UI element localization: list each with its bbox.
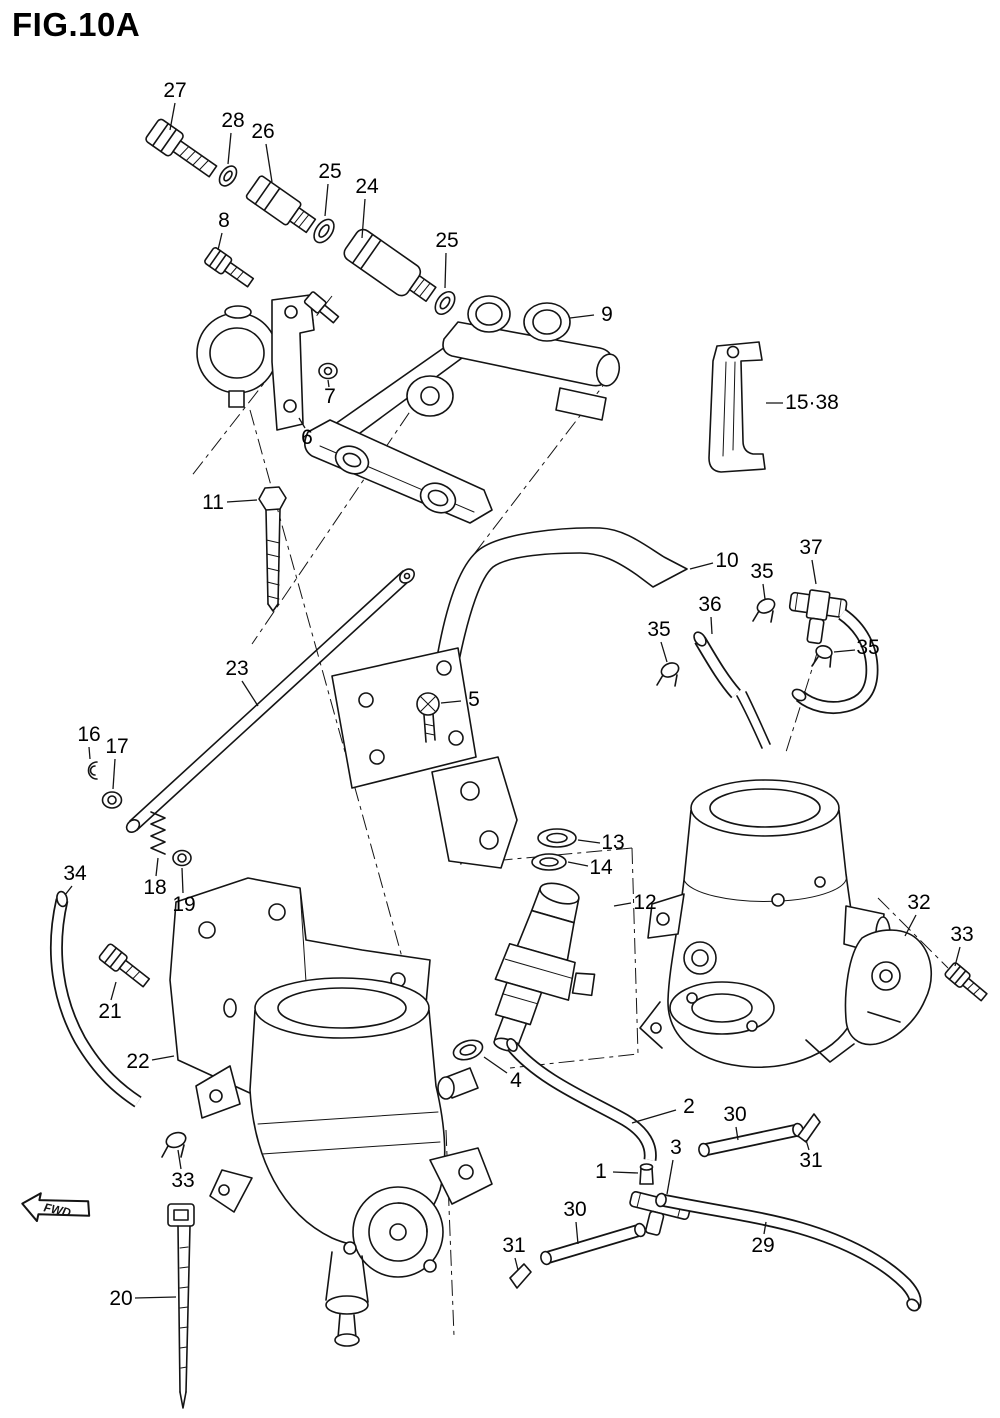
callout-leader-line [227,132,232,165]
figure-title: FIG.10A [12,6,141,43]
joint-1 [639,1163,654,1185]
bracket-screw [303,291,340,324]
callout-leader-line [134,1296,177,1299]
fwd-arrow-shape [21,1192,91,1223]
bracket-15-38 [708,341,766,473]
callout-leader-line [155,857,159,877]
regulator-bracket-6 [271,294,315,431]
callout-leader-line [514,1257,519,1271]
washer-19 [172,849,192,867]
bolt-11 [258,486,287,612]
callout-leader-line [575,1221,579,1245]
callout-leader-line [169,102,176,131]
fuel-injector-12 [493,882,596,1052]
plug-31b [509,1263,532,1289]
callout-leader-line [666,1159,674,1195]
callout-leader-line [298,417,306,429]
callout-leader-line [181,867,184,894]
callout-leader-line [954,946,961,967]
callout-leader-line [613,902,632,907]
clamp-33-left [161,1131,187,1158]
callout-leader-line [217,232,223,251]
callout-leader-line [88,746,91,760]
seal-4 [452,1039,484,1061]
tps-sensor-32 [844,929,933,1046]
fuel-hose-30b [540,1222,646,1266]
washer-28 [218,165,238,187]
bolt-27 [145,118,218,178]
seal-ring-25b [434,290,456,316]
left-throttle-body [195,977,493,1347]
callout-leader-line [811,559,817,585]
hose-clamp-35a [752,598,776,623]
hose-clamp-35c [811,645,833,668]
injector-washer-13 [537,828,577,848]
t-fitting-37 [788,589,848,645]
callout-leader-line [735,1126,739,1141]
callout-leader-line [612,1171,639,1174]
callout-leader-line [577,839,601,844]
pressure-regulator-body [196,305,278,408]
screw-33-right [944,962,988,1002]
callout-leader-line [689,562,714,570]
callout-leader-line [177,1149,182,1170]
fuel-return-hose-36 [693,631,771,749]
seal-ring-25a [313,218,335,244]
hose-clamp-35b [656,662,680,687]
callout-leader-line [64,885,73,896]
fwd-label: FWD [43,1200,73,1219]
throttle-rod-23 [125,568,415,834]
callout-leader-line [327,379,330,388]
fuel-hose-34 [49,890,142,1108]
callout-leader-line [631,1109,677,1124]
callout-leader-line [710,616,713,635]
washer-7 [318,362,338,380]
callout-leader-line [361,198,366,239]
plug-31a [797,1113,821,1143]
callout-leader-line [110,981,117,1001]
callout-leader-line [567,861,589,867]
callout-leader-line [660,641,668,663]
callout-leader-line [569,314,595,319]
spring-18 [150,811,166,855]
callout-leader-line [265,143,273,183]
screw-5 [416,692,440,743]
e-clip-16 [87,761,98,780]
callout-leader-line [241,680,259,707]
stay-bracket-10 [331,527,688,869]
union-26 [245,175,317,234]
washer-17 [101,791,123,809]
fuel-rail-9 [304,295,621,524]
bolt-21 [98,943,151,988]
fuel-hose-29 [655,1192,922,1312]
leader-lines [64,102,961,1299]
injector-washer-14 [531,853,567,871]
callout-leader-line [762,583,766,600]
callout-leader-line [444,252,447,289]
callout-leader-line [833,649,856,653]
callout-leader-line [112,758,116,790]
callout-leader-line [226,499,258,503]
callout-leader-line [324,183,329,217]
cable-tie-20 [167,1203,195,1409]
bolt-8 [204,247,255,288]
fuel-hose-30a [698,1122,804,1158]
fuel-hose-2 [506,1038,657,1161]
t-fitting-right-hose [791,608,879,715]
union-bolt-24 [343,228,437,302]
fwd-arrow: FWD [21,1192,91,1223]
callout-leader-line [904,914,917,937]
callout-leader-line [805,1139,810,1151]
callout-leader-line [151,1055,175,1061]
callout-leader-line [483,1056,508,1074]
callout-leader-line [440,700,462,704]
callout-leader-line [763,1221,767,1235]
